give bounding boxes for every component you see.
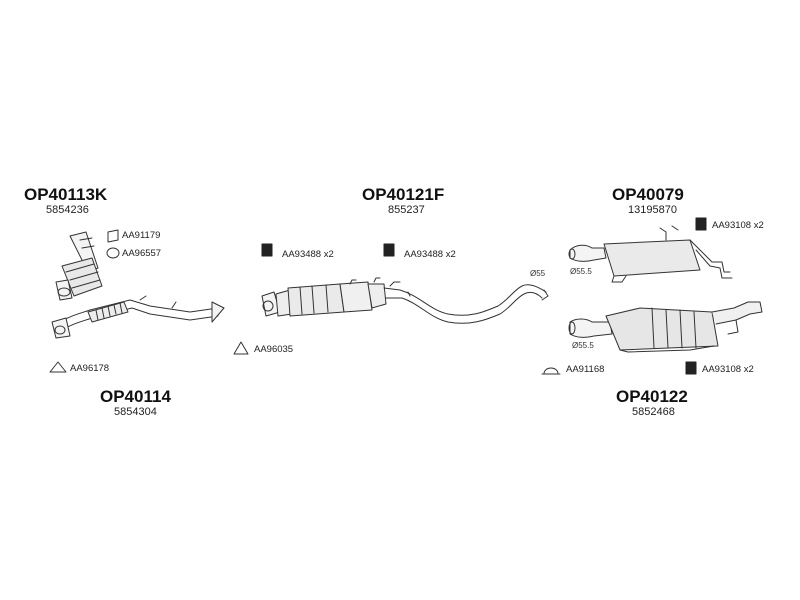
ring-gasket-icon[interactable]: [106, 247, 120, 259]
gasket-icon[interactable]: [233, 341, 249, 355]
accessory-label-aa93108-b: AA93108 x2: [702, 364, 754, 375]
diameter-55: Ø55: [530, 269, 546, 278]
accessory-label-aa96035: AA96035: [254, 344, 294, 355]
accessory-label-aa91179: AA91179: [122, 230, 161, 241]
clamp-icon[interactable]: [543, 367, 559, 375]
rubber-mount-icon[interactable]: [261, 243, 273, 257]
rear-silencer-top-part[interactable]: [568, 225, 733, 283]
rear-bottom-code[interactable]: OP40122: [616, 387, 688, 406]
accessory-label-aa93108-a: AA93108 x2: [712, 220, 764, 231]
rear-top-ref: 13195870: [628, 204, 677, 216]
diameter-55-5-top: Ø55.5: [570, 267, 592, 276]
accessory-label-aa96557: AA96557: [122, 248, 162, 259]
accessory-label-aa93488-b: AA93488 x2: [404, 249, 456, 260]
clamp-icon[interactable]: [107, 229, 119, 243]
rubber-mounts: [261, 217, 707, 375]
accessory-label-aa96178: AA96178: [70, 363, 110, 374]
middle-section-ref: 855237: [388, 204, 425, 216]
down-pipe-part[interactable]: [51, 295, 225, 339]
rear-bottom-ref: 5852468: [632, 406, 675, 418]
rubber-mount-icon[interactable]: [383, 243, 395, 257]
down-pipe-code[interactable]: OP40114: [100, 387, 171, 406]
middle-section-part[interactable]: [261, 277, 549, 324]
front-catalyst-part[interactable]: [55, 231, 103, 301]
accessory-label-aa93488-a: AA93488 x2: [282, 249, 334, 260]
front-catalyst-code[interactable]: OP40113K: [24, 185, 108, 204]
front-catalyst-ref: 5854236: [46, 204, 89, 216]
middle-section-code[interactable]: OP40121F: [362, 185, 445, 204]
accessory-label-aa91168: AA91168: [566, 364, 605, 375]
down-pipe-ref: 5854304: [114, 406, 157, 418]
rear-top-code[interactable]: OP40079: [612, 185, 684, 204]
diameter-55-5-bottom: Ø55.5: [572, 341, 594, 350]
rubber-mount-icon[interactable]: [695, 217, 707, 231]
accessory-icons: [49, 229, 561, 375]
rubber-mount-icon[interactable]: [685, 361, 697, 375]
gasket-icon[interactable]: [49, 361, 67, 373]
rear-silencer-bottom-part[interactable]: [568, 301, 763, 353]
